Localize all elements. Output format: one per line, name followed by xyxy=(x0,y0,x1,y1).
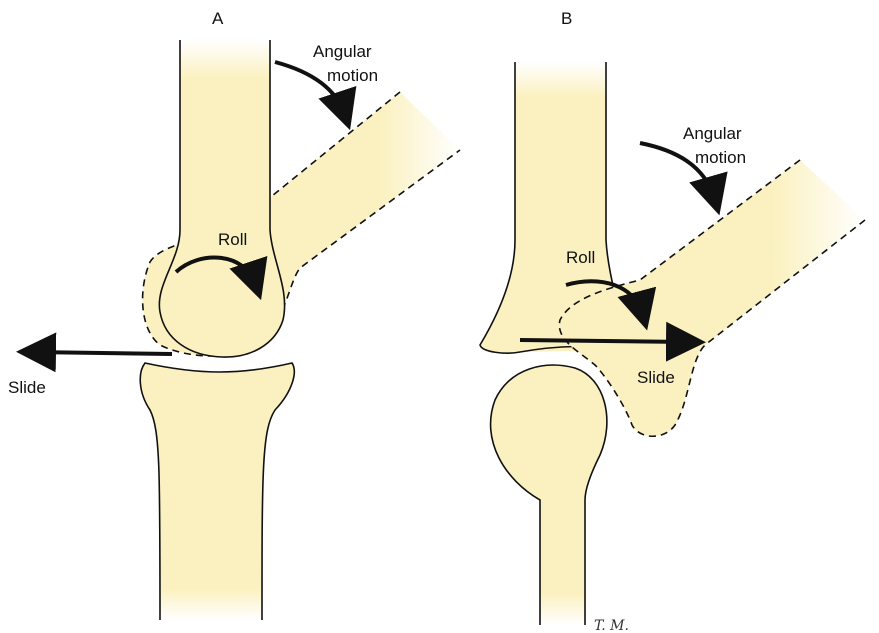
panel-b-slide-arrow xyxy=(520,340,690,342)
panel-a-label: A xyxy=(212,9,224,28)
panel-a-distal-bone xyxy=(140,363,294,620)
panel-b-angular-label-1: Angular xyxy=(683,124,742,143)
panel-b: B Angular motion Roll Slide xyxy=(480,9,865,625)
panel-b-roll-label: Roll xyxy=(566,248,595,267)
panel-a-proximal-bone xyxy=(159,40,284,357)
panel-b-label: B xyxy=(561,9,572,28)
panel-a-angular-label-1: Angular xyxy=(313,42,372,61)
panel-a-angular-label-2: motion xyxy=(327,66,378,85)
panel-b-angular-label-2: motion xyxy=(695,148,746,167)
panel-b-slide-label: Slide xyxy=(637,368,675,387)
artist-signature: T. M. xyxy=(594,618,629,633)
panel-a-slide-arrow xyxy=(32,352,172,354)
panel-a-roll-label: Roll xyxy=(218,230,247,249)
panel-a: A Angular motion Roll Slide xyxy=(8,9,460,620)
panel-a-slide-label: Slide xyxy=(8,378,46,397)
panel-b-distal-bone xyxy=(491,365,607,625)
